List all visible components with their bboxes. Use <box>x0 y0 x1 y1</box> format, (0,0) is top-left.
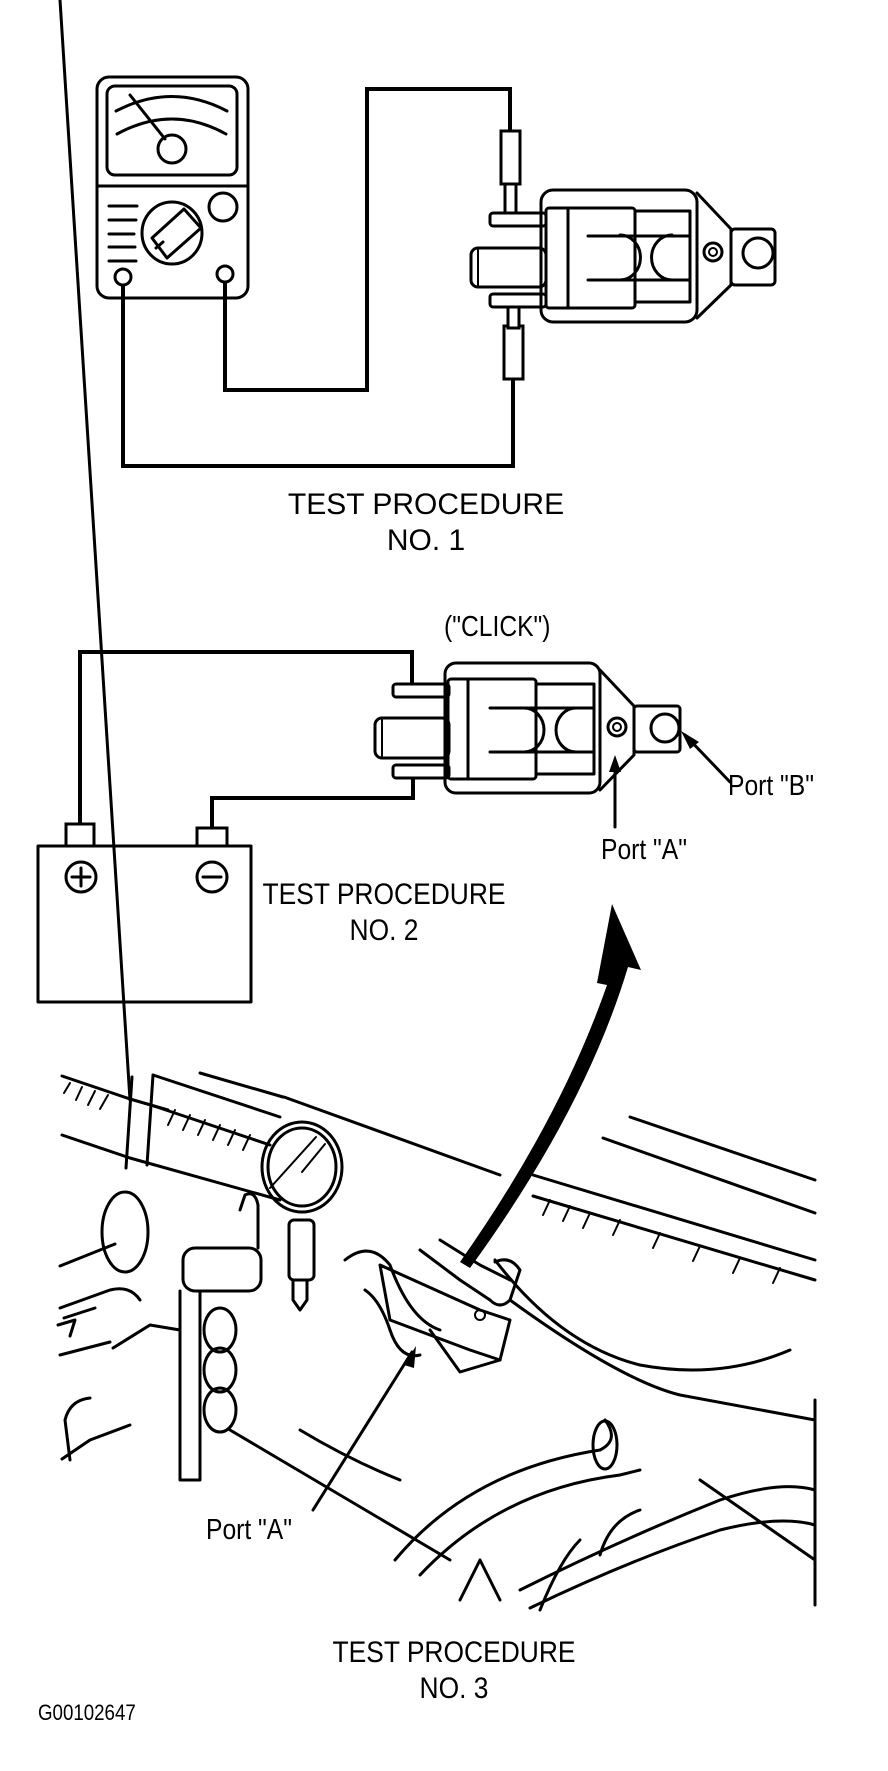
port-a-leader-arrow-engine <box>311 1346 416 1512</box>
engine-bay-illustration <box>56 0 817 1612</box>
panel-test-procedure-3 <box>56 0 817 1612</box>
wire-positive-to-solenoid <box>78 650 414 824</box>
test-probe-lower-icon <box>502 296 525 381</box>
port-a-leader-arrow <box>609 755 621 829</box>
figure-id-code: G00102647 <box>38 1700 136 1725</box>
battery-icon <box>36 822 253 1004</box>
engine-port-a-label: Port "A" <box>206 1514 293 1546</box>
wire-meter-to-lower-probe <box>121 285 515 468</box>
positive-terminal-icon <box>64 860 98 894</box>
panel-3-caption: TEST PROCEDURE NO. 3 <box>278 1638 630 1704</box>
panel-1-caption-line-1: TEST PROCEDURE <box>287 488 565 521</box>
connecting-arrow-icon <box>460 904 641 1268</box>
negative-terminal-icon <box>195 860 229 894</box>
panel-test-procedure-2 <box>36 650 732 1004</box>
wire-negative-to-solenoid <box>210 770 415 828</box>
panel-2-caption-line-2: NO. 2 <box>349 914 419 947</box>
test-probe-upper-icon <box>499 129 522 216</box>
click-sound-label: ("CLICK") <box>444 611 551 643</box>
port-b-leader-arrow <box>681 731 732 784</box>
panel-test-procedure-1 <box>95 75 777 468</box>
panel-3-caption-line-1: TEST PROCEDURE <box>332 1636 576 1669</box>
wire-meter-to-upper-probe <box>223 87 512 392</box>
panel-1-caption: TEST PROCEDURE NO. 1 <box>226 490 626 556</box>
multimeter-icon <box>95 75 250 300</box>
vacuum-solenoid-icon <box>373 661 682 795</box>
port-b-label: Port "B" <box>728 770 815 802</box>
panel-2-caption: TEST PROCEDURE NO. 2 <box>208 880 560 946</box>
panel-2-caption-line-1: TEST PROCEDURE <box>262 878 506 911</box>
panel-3-caption-line-2: NO. 3 <box>419 1672 489 1705</box>
vacuum-solenoid-icon <box>469 188 777 324</box>
panel-1-caption-line-2: NO. 1 <box>386 524 466 557</box>
port-a-label: Port "A" <box>601 834 688 866</box>
